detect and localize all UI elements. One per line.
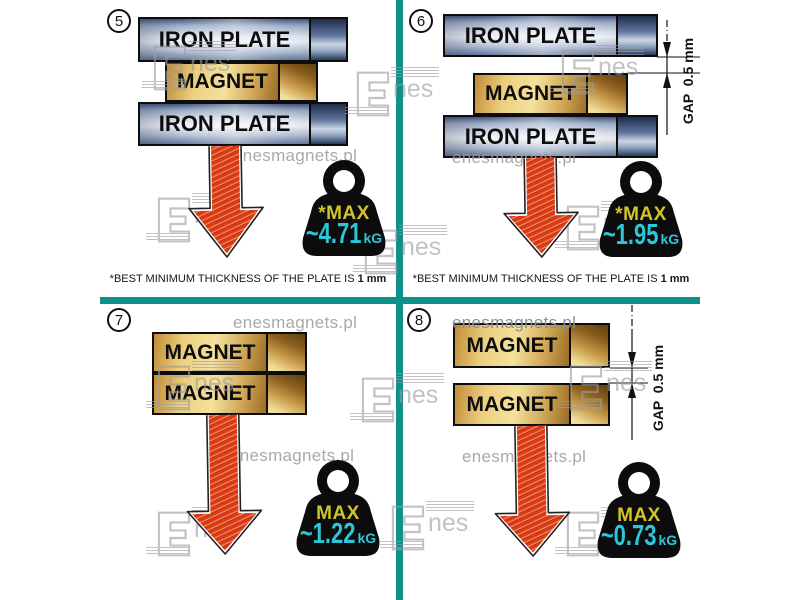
pull-force-arrow bbox=[188, 145, 264, 258]
weight-max-label: *MAX bbox=[615, 204, 667, 225]
pull-force-arrow bbox=[494, 425, 571, 557]
weight-unit: kG bbox=[660, 231, 680, 247]
enes-logo-e-icon bbox=[157, 365, 191, 411]
enes-logo-watermark: nes bbox=[380, 500, 474, 556]
site-watermark: enesmagnets.pl bbox=[233, 146, 358, 165]
magnet-label: MAGNET bbox=[466, 392, 558, 416]
enes-logo-e-icon bbox=[157, 511, 191, 557]
weight-value: ~1.95 bbox=[602, 217, 659, 251]
magnet-bar: MAGNET bbox=[165, 62, 318, 102]
iron-plate-bar: IRON PLATE bbox=[138, 102, 348, 146]
enes-logo-watermark: nes bbox=[345, 66, 439, 122]
enes-logo-watermark: nes bbox=[353, 224, 447, 280]
kettlebell-body bbox=[302, 191, 386, 256]
enes-logo-watermark: nes bbox=[146, 360, 240, 416]
magnet-label: MAGNET bbox=[177, 70, 268, 93]
kettlebell-hole bbox=[333, 170, 355, 192]
horizontal-divider bbox=[100, 297, 700, 304]
iron-plate-label: IRON PLATE bbox=[464, 22, 597, 48]
enes-logo-e-icon bbox=[364, 229, 398, 275]
enes-logo-e-icon bbox=[361, 377, 395, 423]
iron-plate-side-face bbox=[309, 104, 346, 144]
kettlebell-body bbox=[597, 493, 681, 558]
enes-logo-e-icon bbox=[391, 505, 425, 551]
enes-logo-watermark: nes bbox=[558, 360, 652, 416]
magnet-side-face bbox=[278, 64, 316, 100]
site-watermark: enesmagnets.pl bbox=[230, 446, 355, 465]
kettlebell-body bbox=[599, 192, 683, 257]
iron-plate-label: IRON PLATE bbox=[464, 123, 597, 149]
panel-7-number: 7 bbox=[107, 308, 131, 332]
iron-plate-side-face bbox=[309, 19, 346, 60]
panel-8-number: 8 bbox=[407, 308, 431, 332]
enes-logo-e-icon bbox=[561, 49, 595, 95]
site-watermark: enesmagnets.pl bbox=[233, 313, 358, 332]
diagram-content: 5 IRON PLATE MAGNET IRON PLATE *MAX ~4.7… bbox=[100, 0, 700, 600]
weight-value: ~0.73 bbox=[600, 518, 657, 552]
iron-plate-label: IRON PLATE bbox=[158, 111, 291, 136]
magnet-label: MAGNET bbox=[164, 340, 256, 364]
weight-unit: kG bbox=[658, 532, 678, 548]
enes-logo-watermark: nes bbox=[350, 372, 444, 428]
weight-unit: kG bbox=[357, 530, 377, 546]
panel-5-number: 5 bbox=[107, 9, 131, 33]
magnet-bar: MAGNET bbox=[453, 323, 610, 368]
weight-max-label: MAX bbox=[316, 503, 360, 524]
enes-logo-e-icon bbox=[153, 45, 187, 91]
panel-6-number: 6 bbox=[409, 9, 433, 33]
enes-logo-watermark: nes bbox=[550, 44, 644, 100]
weight-value: ~4.71 bbox=[305, 216, 362, 250]
magnet-side-face bbox=[569, 325, 608, 366]
enes-logo-e-icon bbox=[566, 205, 600, 251]
gap-label: GAP 0.5 mm bbox=[650, 344, 666, 432]
kettlebell-hole bbox=[628, 472, 650, 494]
iron-plate-side-face bbox=[616, 117, 656, 156]
site-watermark: enesmagnets.pl bbox=[452, 313, 577, 332]
magnet-side-face bbox=[266, 375, 305, 413]
pull-force-arrow bbox=[503, 157, 579, 258]
kettlebell-hole bbox=[327, 470, 349, 492]
weight-unit: kG bbox=[363, 230, 383, 246]
weight-max-label: MAX bbox=[617, 505, 661, 526]
pull-force-arrow bbox=[186, 414, 263, 555]
enes-logo-e-icon bbox=[356, 71, 390, 117]
kettlebell-hole bbox=[630, 171, 652, 193]
magnet-side-face bbox=[266, 334, 305, 371]
weight-value: ~1.22 bbox=[299, 516, 356, 550]
enes-logo-e-icon bbox=[569, 365, 603, 411]
enes-logo-e-icon bbox=[566, 511, 600, 557]
gap-annotation bbox=[620, 18, 700, 149]
weight-max-label: *MAX bbox=[318, 203, 370, 224]
magnet-label: MAGNET bbox=[466, 333, 558, 357]
gap-label: GAP 0.5 mm bbox=[680, 37, 696, 125]
iron-plate-bar: IRON PLATE bbox=[443, 115, 658, 158]
enes-logo-watermark: nes bbox=[142, 40, 236, 96]
kettlebell-body bbox=[296, 491, 380, 556]
